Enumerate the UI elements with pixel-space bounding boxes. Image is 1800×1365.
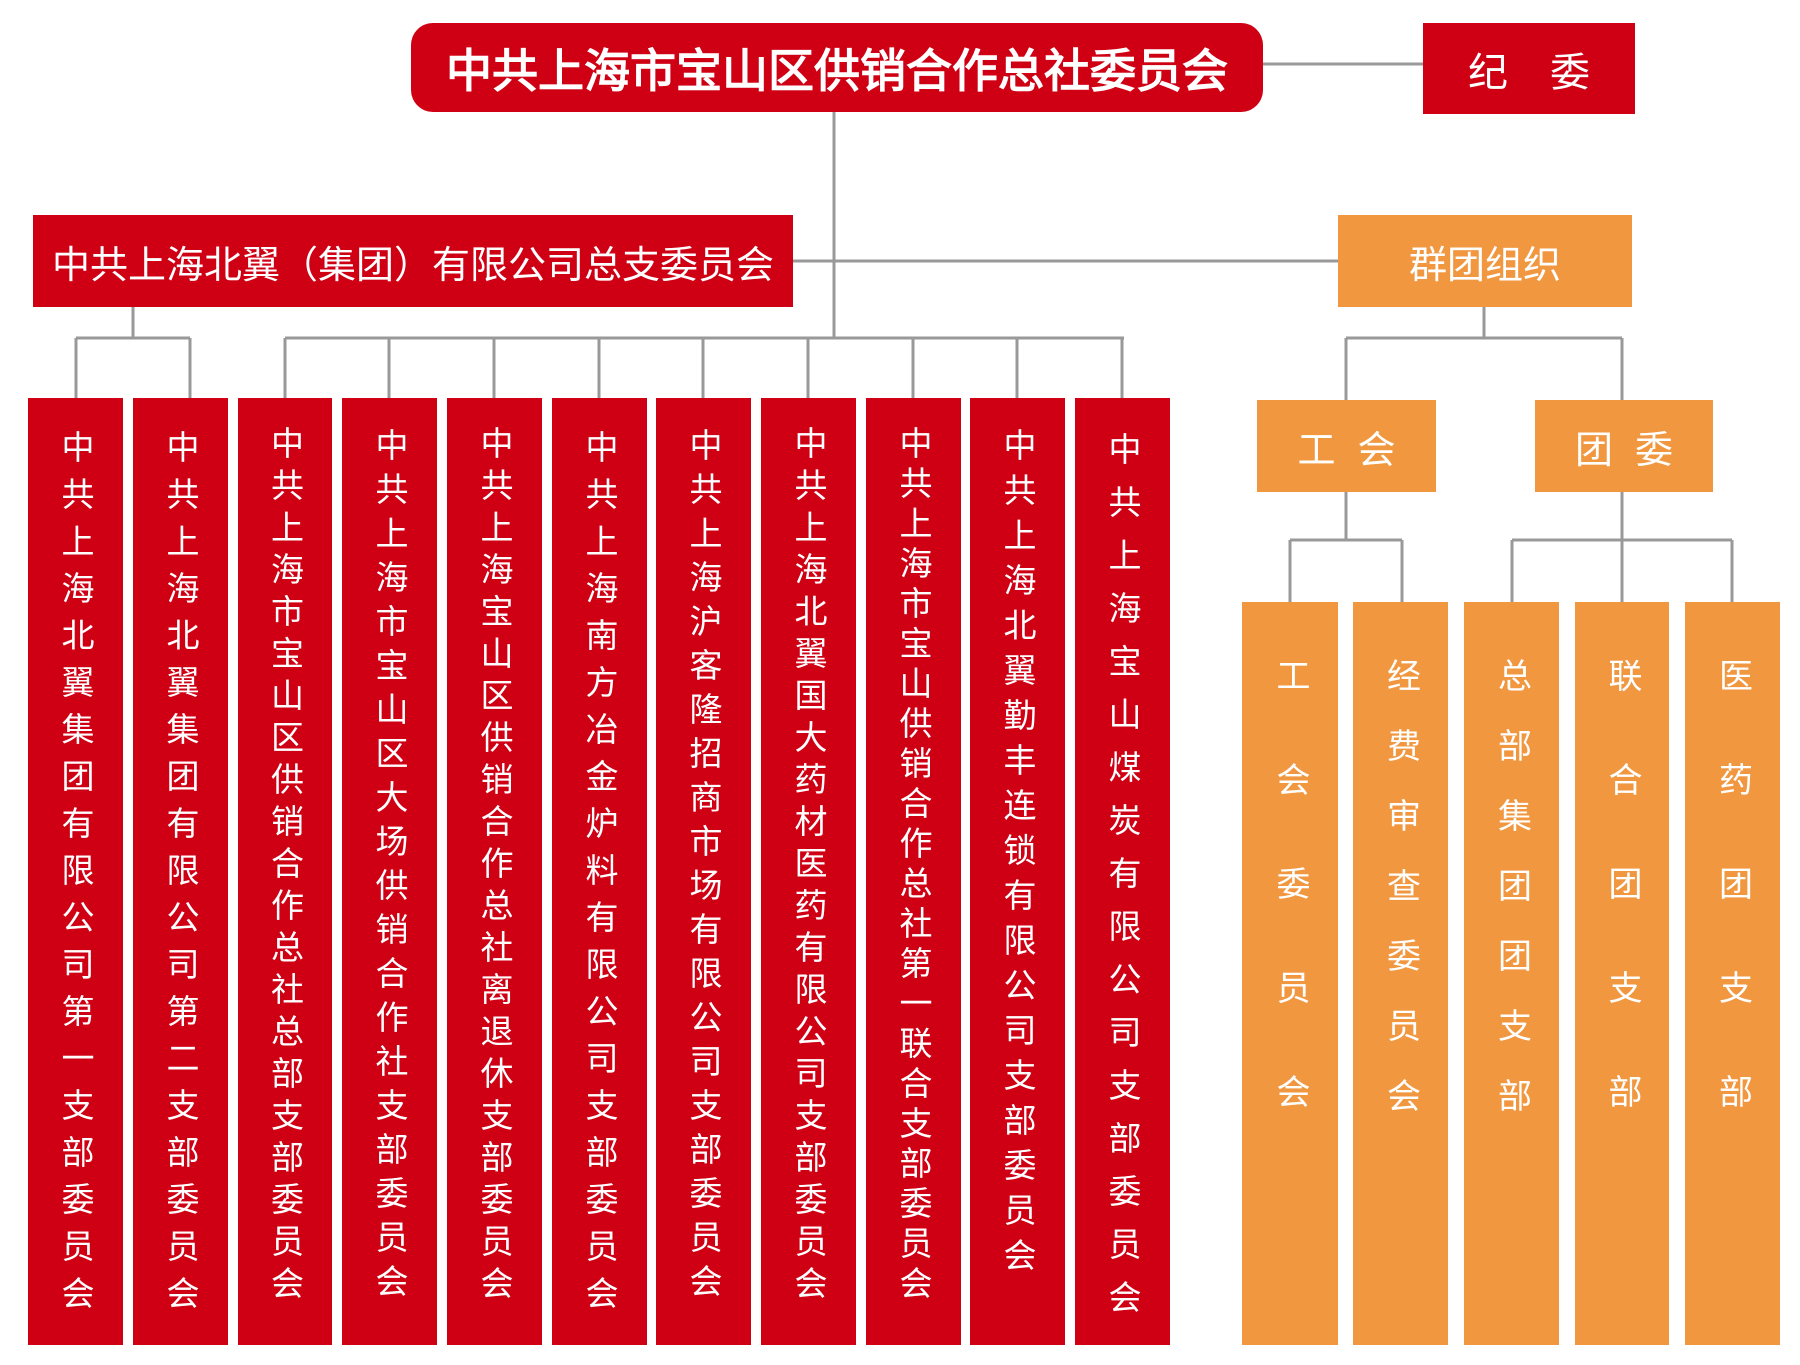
party-branch-5: 中共上海宝山区供销合作总社离退休支部委员会 <box>447 398 542 1345</box>
discipline-committee: 纪委 <box>1423 23 1635 114</box>
party-branch-11: 中共上海宝山煤炭有限公司支部委员会 <box>1075 398 1170 1345</box>
party-branch-label: 中共上海北翼集团有限公司第二支部委员会 <box>161 430 200 1323</box>
youth-league-committee: 团委 <box>1535 400 1713 492</box>
root-committee: 中共上海市宝山区供销合作总社委员会 <box>411 23 1263 112</box>
party-branch-label: 中共上海市宝山区供销合作总社总部支部委员会 <box>265 426 305 1308</box>
joint-youth-branch: 联合团支部 <box>1575 602 1669 1345</box>
audit-committee: 经费审查委员会 <box>1353 602 1448 1345</box>
party-branch-9: 中共上海市宝山供销合作总社第一联合支部委员会 <box>866 398 961 1345</box>
union-committee: 工会委员会 <box>1242 602 1338 1345</box>
root-committee-label: 中共上海市宝山区供销合作总社委员会 <box>446 43 1228 98</box>
hq-group-youth-branch: 总部集团团支部 <box>1464 602 1559 1345</box>
hq-group-youth-branch-label: 总部集团团支部 <box>1491 658 1532 1148</box>
party-branch-7: 中共上海沪客隆招商市场有限公司支部委员会 <box>656 398 751 1345</box>
mass-organizations-label: 群团组织 <box>1408 242 1561 287</box>
party-branch-label: 中共上海北翼勤丰连锁有限公司支部委员会 <box>998 428 1037 1283</box>
trade-union: 工会 <box>1257 400 1436 492</box>
discipline-committee-label: 纪委 <box>1468 49 1632 96</box>
audit-committee-label: 经费审查委员会 <box>1380 658 1421 1148</box>
party-branch-label: 中共上海宝山煤炭有限公司支部委员会 <box>1103 432 1142 1333</box>
party-branch-2: 中共上海北翼集团有限公司第二支部委员会 <box>133 398 228 1345</box>
beiyi-general-branch: 中共上海北翼（集团）有限公司总支委员会 <box>33 215 793 307</box>
party-branch-4: 中共上海市宝山区大场供销合作社支部委员会 <box>342 398 437 1345</box>
party-branch-label: 中共上海南方冶金炉料有限公司支部委员会 <box>580 430 619 1323</box>
party-branch-label: 中共上海市宝山供销合作总社第一联合支部委员会 <box>894 426 933 1306</box>
beiyi-general-branch-label: 中共上海北翼（集团）有限公司总支委员会 <box>51 242 774 287</box>
union-committee-label: 工会委员会 <box>1270 658 1310 1178</box>
party-branch-3: 中共上海市宝山区供销合作总社总部支部委员会 <box>238 398 332 1345</box>
party-branch-label: 中共上海北翼国大药材医药有限公司支部委员会 <box>789 426 828 1308</box>
party-branch-label: 中共上海北翼集团有限公司第一支部委员会 <box>56 430 95 1323</box>
mass-organizations: 群团组织 <box>1338 215 1632 307</box>
party-branch-6: 中共上海南方冶金炉料有限公司支部委员会 <box>552 398 647 1345</box>
party-branch-label: 中共上海沪客隆招商市场有限公司支部委员会 <box>684 428 723 1308</box>
joint-youth-branch-label: 联合团支部 <box>1602 658 1642 1178</box>
party-branch-8: 中共上海北翼国大药材医药有限公司支部委员会 <box>761 398 856 1345</box>
youth-league-committee-label: 团委 <box>1574 427 1695 472</box>
pharma-youth-branch-label: 医药团支部 <box>1712 658 1753 1178</box>
trade-union-label: 工会 <box>1297 427 1418 472</box>
pharma-youth-branch: 医药团支部 <box>1685 602 1780 1345</box>
party-branch-1: 中共上海北翼集团有限公司第一支部委员会 <box>28 398 123 1345</box>
party-branch-label: 中共上海宝山区供销合作总社离退休支部委员会 <box>475 426 514 1308</box>
party-branch-label: 中共上海市宝山区大场供销合作社支部委员会 <box>370 428 409 1308</box>
party-branch-10: 中共上海北翼勤丰连锁有限公司支部委员会 <box>970 398 1065 1345</box>
